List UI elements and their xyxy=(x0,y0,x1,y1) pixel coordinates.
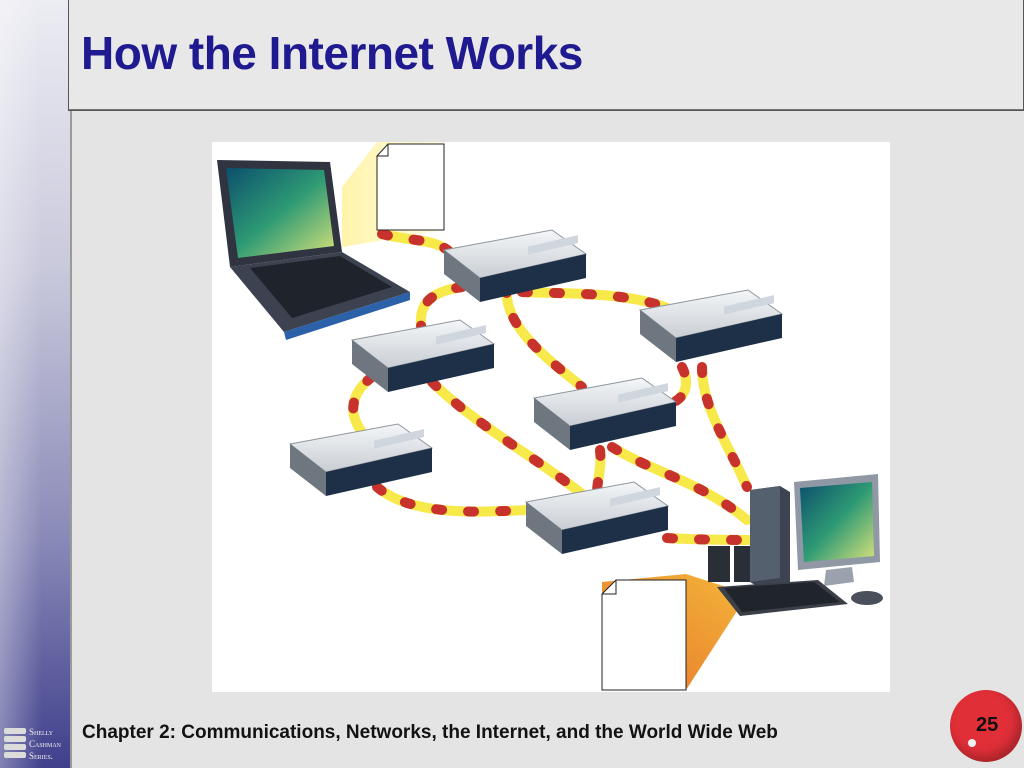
desktop xyxy=(708,474,883,616)
router-4 xyxy=(532,377,678,450)
connections xyxy=(348,229,762,545)
document-received xyxy=(601,579,687,691)
desktop-mouse xyxy=(851,591,883,605)
document-sent xyxy=(376,143,445,231)
series-logo: Shelly Cashman Series. xyxy=(2,724,68,766)
badge-dot xyxy=(968,739,976,747)
connection-router1-router4 xyxy=(501,282,587,392)
router-5 xyxy=(288,423,434,496)
router-6 xyxy=(524,481,670,554)
page-number: 25 xyxy=(976,714,999,736)
footer-text: Chapter 2: Communications, Networks, the… xyxy=(82,722,778,743)
speaker-left xyxy=(708,546,730,582)
speaker-right xyxy=(734,546,750,582)
logo-line-2: Cashman xyxy=(29,739,62,749)
router-2 xyxy=(350,319,496,392)
router-3 xyxy=(638,289,784,362)
router-1 xyxy=(442,229,588,302)
slide-title: How the Internet Works xyxy=(81,27,583,79)
side-bar xyxy=(0,0,72,768)
logo-text: Shelly Cashman Series. xyxy=(29,726,61,762)
books-icon xyxy=(4,728,26,764)
title-box: How the Internet Works xyxy=(68,0,1024,111)
logo-line-1: Shelly xyxy=(29,727,54,737)
laptop xyxy=(217,160,410,340)
network-diagram xyxy=(212,142,890,692)
connection-router3-desktop xyxy=(697,362,752,492)
connection-router6-desktop xyxy=(662,533,762,545)
network-diagram-svg xyxy=(217,142,883,691)
logo-line-3: Series. xyxy=(29,751,53,761)
page-number-badge: 25 xyxy=(950,690,1022,762)
